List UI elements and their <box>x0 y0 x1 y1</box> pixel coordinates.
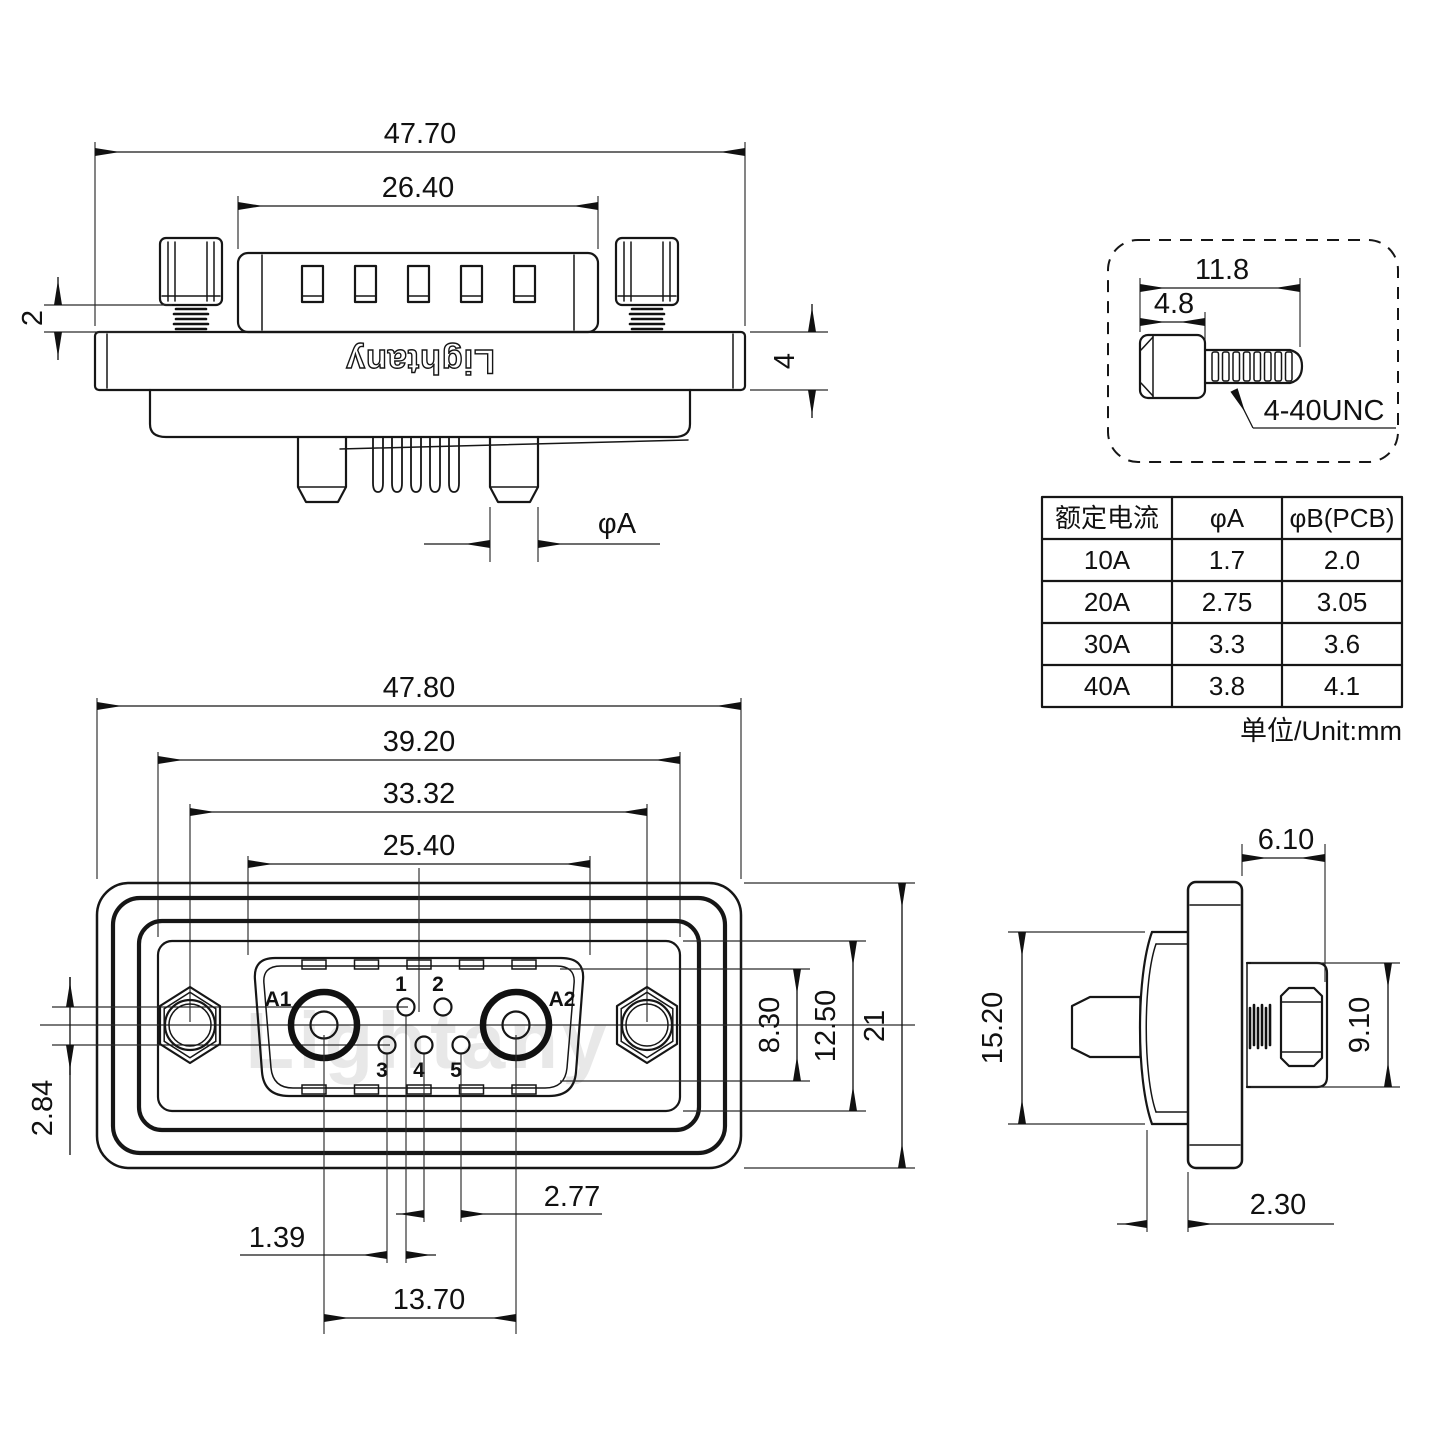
dim-insert-width: 25.40 <box>383 830 456 862</box>
side-power-pin <box>1070 995 1142 1059</box>
dim-stagger: 1.39 <box>249 1222 305 1254</box>
hex-nut-left <box>158 985 222 1065</box>
table-cell: 3.8 <box>1209 671 1245 701</box>
table-cell: 20A <box>1084 587 1131 617</box>
dim-insert-height: 8.30 <box>754 997 786 1053</box>
rear-body <box>148 388 692 504</box>
table-cell: 30A <box>1084 629 1131 659</box>
brand-logo: Lightany <box>345 342 495 380</box>
dim-pin-diameter: φA <box>598 508 637 540</box>
table-cell: 2.0 <box>1324 545 1360 575</box>
screw-body <box>1138 333 1304 400</box>
signal-contacts <box>377 997 471 1055</box>
pin-label-3: 3 <box>376 1059 388 1082</box>
side-view: 6.10 <box>977 824 1400 1232</box>
dim-overall-width: 47.70 <box>384 118 457 150</box>
table-cell: 1.7 <box>1209 545 1245 575</box>
table-cell: 10A <box>1084 545 1131 575</box>
dim-panel-height: 12.50 <box>810 990 842 1063</box>
dim-flange-width: 39.20 <box>383 726 456 758</box>
thread-spec: 4-40UNC <box>1264 395 1385 427</box>
thread-right <box>628 307 666 331</box>
table-header-current: 额定电流 <box>1055 503 1159 533</box>
insert-holes <box>300 264 537 304</box>
front-view: Lightany 47.80 39.20 33.32 25.40 <box>27 672 915 1334</box>
dim-boss-height: 9.10 <box>1344 997 1376 1053</box>
dim-mount-span: 33.32 <box>383 778 456 810</box>
table-cell: 3.05 <box>1317 587 1368 617</box>
side-thumbscrew-head <box>1279 986 1324 1068</box>
dim-power-pin-span: 13.70 <box>393 1284 466 1316</box>
dim-front-height: 15.20 <box>977 992 1009 1065</box>
hex-nut-right <box>615 985 679 1065</box>
side-rear-assembly <box>1245 961 1329 1089</box>
insert-block <box>236 251 600 334</box>
dim-front-depth-group: 2.30 <box>1117 1130 1334 1232</box>
dim-screw-gap-group: 2 <box>17 277 172 360</box>
dim-power-span-group: 13.70 <box>324 1284 516 1322</box>
thumbscrew-left <box>158 236 224 331</box>
pin-label-4: 4 <box>413 1059 425 1082</box>
table-header-phiA: φA <box>1210 503 1245 533</box>
pin-label-a1: A1 <box>265 988 292 1011</box>
d-insert <box>253 956 585 1098</box>
dim-row-offset-group: 2.84 <box>27 977 74 1155</box>
polarization-tabs <box>301 959 537 1095</box>
side-front-shell <box>1070 930 1190 1126</box>
signal-pin-tails <box>372 436 460 493</box>
table-border <box>1040 495 1404 709</box>
pin-label-a2: A2 <box>549 988 576 1011</box>
unit-note: 单位/Unit:mm <box>1240 716 1402 746</box>
pin-label-2: 2 <box>432 973 444 996</box>
thread-left <box>172 307 210 331</box>
dim-pin-pitch-group: 2.77 <box>396 1181 602 1218</box>
spec-table: 额定电流 φA φB(PCB) 10A 1.7 2.0 20A 2.75 3.0… <box>1040 495 1404 746</box>
table-cell: 4.1 <box>1324 671 1360 701</box>
side-thread <box>1248 1003 1272 1050</box>
table-cell: 3.6 <box>1324 629 1360 659</box>
power-pin-left <box>296 435 348 504</box>
dim-overall-width: 47.80 <box>383 672 456 704</box>
dim-row-offset: 2.84 <box>27 1080 59 1136</box>
flange-plate: Lightany <box>93 330 747 392</box>
table-cell: 2.75 <box>1202 587 1253 617</box>
pin-label-1: 1 <box>395 973 407 996</box>
table-cell: 3.3 <box>1209 629 1245 659</box>
dim-front-depth: 2.30 <box>1250 1189 1306 1221</box>
thread-spec-callout: 4-40UNC <box>1230 388 1396 429</box>
thread-slots <box>1211 351 1293 382</box>
screw-detail: 11.8 4.8 4-40UNC <box>1107 239 1399 463</box>
detail-frame <box>1107 239 1399 463</box>
dim-overall-height: 21 <box>859 1010 891 1042</box>
thumbscrew-right <box>614 236 680 331</box>
power-pin-right <box>488 435 540 504</box>
dim-insert-width: 26.40 <box>382 172 455 204</box>
table-cell: 40A <box>1084 671 1131 701</box>
dim-total-length: 11.8 <box>1195 254 1249 286</box>
dim-flange-thickness: 4 <box>769 353 801 369</box>
dim-screw-gap: 2 <box>17 310 49 326</box>
dim-pin-diameter-group: φA <box>424 507 660 562</box>
dim-pin-pitch: 2.77 <box>544 1181 600 1213</box>
top-view: 47.70 26.40 <box>17 118 828 562</box>
dim-rear-length: 6.10 <box>1258 824 1314 856</box>
dim-stagger-group: 1.39 <box>240 1222 436 1259</box>
dim-flange-thickness-group: 4 <box>750 304 828 418</box>
pin-label-5: 5 <box>450 1059 462 1082</box>
side-flange <box>1186 880 1244 1170</box>
dim-head-length: 4.8 <box>1154 288 1194 320</box>
table-header-phiB: φB(PCB) <box>1290 503 1395 533</box>
